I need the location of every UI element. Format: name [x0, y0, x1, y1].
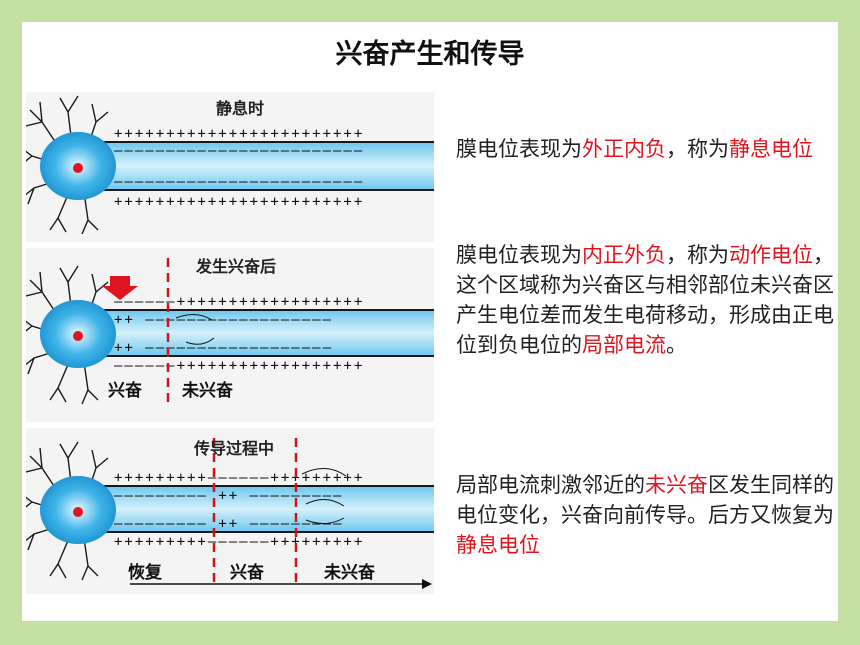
svg-text:––––––++++++++++++++++++: ––––––++++++++++++++++++ — [114, 358, 364, 374]
svg-text:++ ––––––––––––––––––: ++ –––––––––––––––––– — [114, 312, 333, 328]
paragraph-resting: 膜电位表现为外正内负，称为静息电位 — [456, 134, 836, 164]
label-excited: 兴奋 — [230, 562, 265, 583]
highlight-term: 局部电流 — [582, 333, 666, 357]
highlight-term: 动作电位 — [729, 243, 813, 267]
highlight-term: 未兴奋 — [645, 473, 708, 497]
svg-text:+++++++++––––––+++++++++: +++++++++––––––+++++++++ — [114, 534, 364, 550]
highlight-term: 内正外负 — [582, 243, 666, 267]
text-segment: 膜电位表现为 — [456, 243, 582, 267]
svg-text:++ ––––––––––––––––––: ++ –––––––––––––––––– — [114, 340, 333, 356]
panel-heading: 发生兴奋后 — [195, 257, 276, 276]
text-segment: ，称为 — [666, 243, 729, 267]
highlight-term: 静息电位 — [456, 533, 540, 557]
nucleus — [73, 163, 83, 173]
svg-text:––––––––––––––––––––––––: –––––––––––––––––––––––– — [114, 143, 364, 159]
slide-title: 兴奋产生和传导 — [335, 39, 525, 70]
resting-neuron-diagram: ++++++++++++++++++++++++ –––––––––––––––… — [26, 92, 434, 242]
excited-neuron-diagram: ––––––++++++++++++++++++ ++ ––––––––––––… — [26, 248, 434, 422]
panel-heading: 静息时 — [216, 99, 264, 118]
label-excited: 兴奋 — [108, 380, 143, 401]
text-segment: 区发生同样的电位变化，兴奋向前传导。后方又恢复为 — [456, 473, 834, 527]
text-segment: 局部电流刺激邻近的 — [456, 473, 645, 497]
paragraph-conduction: 局部电流刺激邻近的未兴奋区发生同样的电位变化，兴奋向前传导。后方又恢复为静息电位 — [456, 470, 836, 560]
svg-text:––––––++++++++++++++++++: ––––––++++++++++++++++++ — [114, 294, 364, 310]
paragraph-action-potential: 膜电位表现为内正外负，称为动作电位，这个区域称为兴奋区与相邻部位未兴奋区产生电位… — [456, 240, 836, 360]
highlight-term: 静息电位 — [729, 137, 813, 161]
stimulus-arrow-icon — [102, 276, 138, 300]
conduction-neuron-diagram: +++++++++––––––+++++++++ ––––––––– ++ ––… — [26, 428, 434, 594]
label-recovered: 恢复 — [128, 562, 163, 583]
svg-text:++++++++++++++++++++++++: ++++++++++++++++++++++++ — [114, 126, 364, 142]
svg-text:++++++++++++++++++++++++: ++++++++++++++++++++++++ — [114, 194, 364, 210]
text-segment: ，称为 — [666, 137, 729, 161]
panel-conduction: +++++++++––––––+++++++++ ––––––––– ++ ––… — [26, 428, 434, 594]
label-unexcited: 未兴奋 — [181, 380, 234, 401]
svg-text:––––––––– ++ –––––––––: ––––––––– ++ ––––––––– — [114, 488, 343, 504]
text-segment: 膜电位表现为 — [456, 137, 582, 161]
panel-heading: 传导过程中 — [193, 439, 274, 458]
panel-excited: ––––––++++++++++++++++++ ++ ––––––––––––… — [26, 248, 434, 422]
axon — [86, 142, 434, 190]
slide: 兴奋产生和传导 ++++++++++++++++++++++++ –––––––… — [22, 22, 838, 621]
panel-resting: ++++++++++++++++++++++++ –––––––––––––––… — [26, 92, 434, 242]
svg-text:––––––––– ++ –––––––––: ––––––––– ++ ––––––––– — [114, 516, 343, 532]
label-unexcited: 未兴奋 — [323, 562, 376, 583]
text-segment: 。 — [666, 333, 687, 357]
highlight-term: 外正内负 — [582, 137, 666, 161]
svg-text:––––––––––––––––––––––––: –––––––––––––––––––––––– — [114, 174, 364, 190]
svg-text:+++++++++––––––+++++++++: +++++++++––––––+++++++++ — [114, 470, 364, 486]
text-segment: ，这个区域称为兴奋区与相邻部位未兴奋区产生电位差而发生电荷移动，形成由正电位到负… — [456, 243, 834, 357]
